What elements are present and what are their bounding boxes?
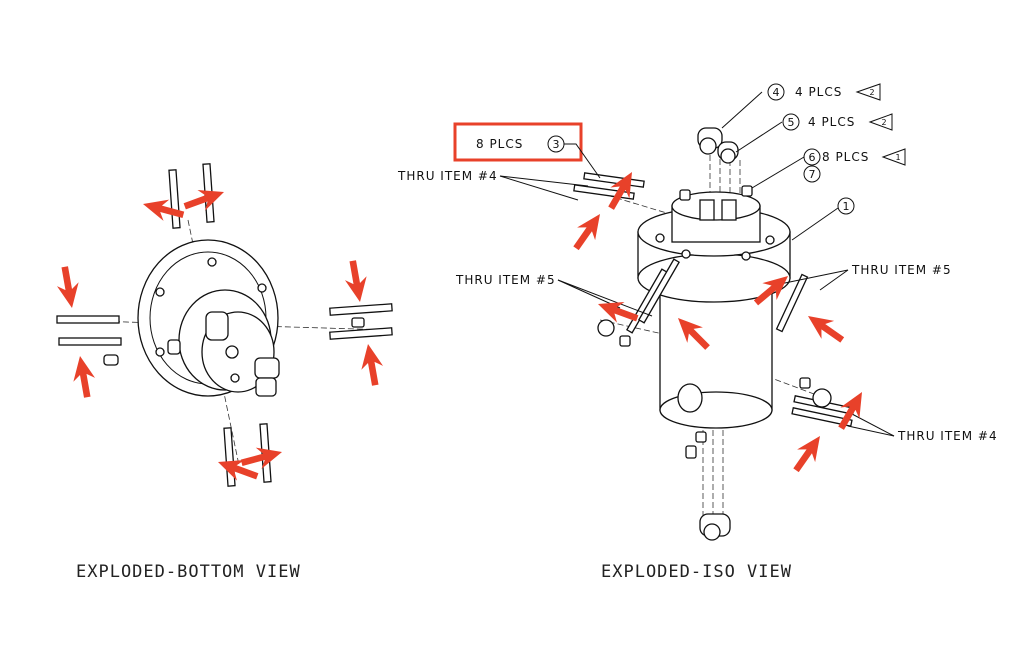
highlight-arrow [753, 276, 788, 306]
side-window [677, 383, 703, 413]
highlight-arrow [793, 436, 820, 473]
thru-item4-label-right: THRU ITEM #4 [897, 429, 998, 443]
revision-flag [855, 83, 881, 101]
balloon-number: 4 [773, 86, 780, 99]
highlight-arrow [678, 318, 710, 350]
highlight-arrow [573, 214, 600, 251]
leader-line [847, 425, 895, 437]
callout-qty: 4 PLCS [795, 85, 842, 99]
flag-number: 2 [881, 118, 886, 127]
screw-item6 [741, 185, 753, 197]
jaw [699, 199, 715, 221]
pin-item3 [791, 407, 853, 427]
pin [775, 273, 809, 333]
bolt-hole [155, 287, 165, 297]
leader-line [557, 279, 653, 317]
highlight-arrow [73, 356, 96, 398]
highlight-box [453, 122, 583, 162]
highlight-arrow [838, 392, 862, 430]
roller [597, 319, 615, 337]
highlight-arrow [598, 301, 639, 323]
pin [168, 169, 181, 229]
leader-line [791, 207, 839, 241]
roller [812, 388, 832, 408]
leader-line [851, 413, 895, 437]
balloon-number: 1 [843, 200, 850, 213]
bolt-hole [681, 249, 691, 259]
main-body-bottom [659, 391, 773, 429]
pin [638, 258, 680, 324]
highlight-arrow [344, 260, 367, 302]
bolt-hole [207, 257, 217, 267]
leader-line [751, 156, 805, 189]
thru-item5-label-right: THRU ITEM #5 [851, 263, 952, 277]
leader-line [779, 269, 849, 285]
callout-qty: 4 PLCS [808, 115, 855, 129]
exploded-bottom-view: EXPLODED-BOTTOM VIEW [56, 163, 393, 582]
revision-flag [868, 113, 893, 131]
thru-item4-label-left: THRU ITEM #4 [397, 169, 498, 183]
exploded-iso-view: 4 4 PLCS 2 5 4 PLCS 2 6 8 PLCS 1 7 1 8 P… [397, 83, 998, 582]
jaw [721, 199, 737, 221]
bottom-view-title: EXPLODED-BOTTOM VIEW [76, 562, 301, 582]
balloon-item7 [803, 165, 821, 183]
balloon-number: 7 [809, 168, 816, 181]
bolt-hole [257, 283, 267, 293]
screw [351, 317, 365, 328]
leader-line [499, 175, 589, 187]
top-cap-face [671, 191, 761, 221]
highlight-arrow [183, 189, 224, 211]
screw [619, 335, 631, 347]
bolt-hole [765, 235, 775, 245]
balloon-item4 [767, 83, 785, 101]
highlight-arrow [361, 344, 384, 386]
callout-qty: 8 PLCS [822, 150, 869, 164]
revision-flag [881, 148, 906, 166]
leader-line [564, 143, 601, 179]
screw [167, 339, 181, 355]
thru-item5-label-left: THRU ITEM #5 [455, 273, 556, 287]
bore [230, 373, 240, 383]
highlight-arrow [143, 199, 185, 221]
highlight-arrow [56, 266, 79, 308]
highlight-arrow [808, 316, 845, 343]
set-screw [695, 431, 707, 443]
balloon-number: 3 [553, 138, 560, 151]
roller-item5 [720, 148, 736, 164]
leader-line [721, 91, 763, 129]
leader-line [499, 175, 579, 201]
highlight-arrow [608, 172, 632, 210]
pin [329, 327, 393, 340]
roller [703, 523, 721, 541]
roller [255, 377, 277, 397]
leader-line [735, 121, 783, 153]
iso-view-title: EXPLODED-ISO VIEW [601, 562, 792, 582]
pin [329, 303, 393, 316]
bore [225, 345, 239, 359]
pin [58, 337, 122, 346]
bolt-hole [155, 347, 165, 357]
highlight-arrow [240, 447, 282, 469]
flag-number: 2 [869, 88, 874, 97]
flag-number: 1 [895, 153, 900, 162]
balloon-number: 5 [788, 116, 795, 129]
balloon-item6 [803, 148, 821, 166]
screw [685, 445, 697, 459]
screw [103, 354, 119, 366]
bolt-hole [655, 233, 665, 243]
balloon-number: 6 [809, 151, 816, 164]
roller-item4 [699, 137, 717, 155]
callout-qty: 8 PLCS [476, 137, 523, 151]
bolt-hole [741, 251, 751, 261]
balloon-item1 [837, 197, 855, 215]
pin [56, 315, 120, 324]
balloon-item5 [782, 113, 800, 131]
leader-line [819, 269, 849, 291]
jaw-block [205, 311, 229, 341]
highlight-arrow [218, 459, 259, 481]
screw-item6 [679, 189, 691, 201]
jaw-block [254, 357, 280, 379]
screw [799, 377, 811, 389]
